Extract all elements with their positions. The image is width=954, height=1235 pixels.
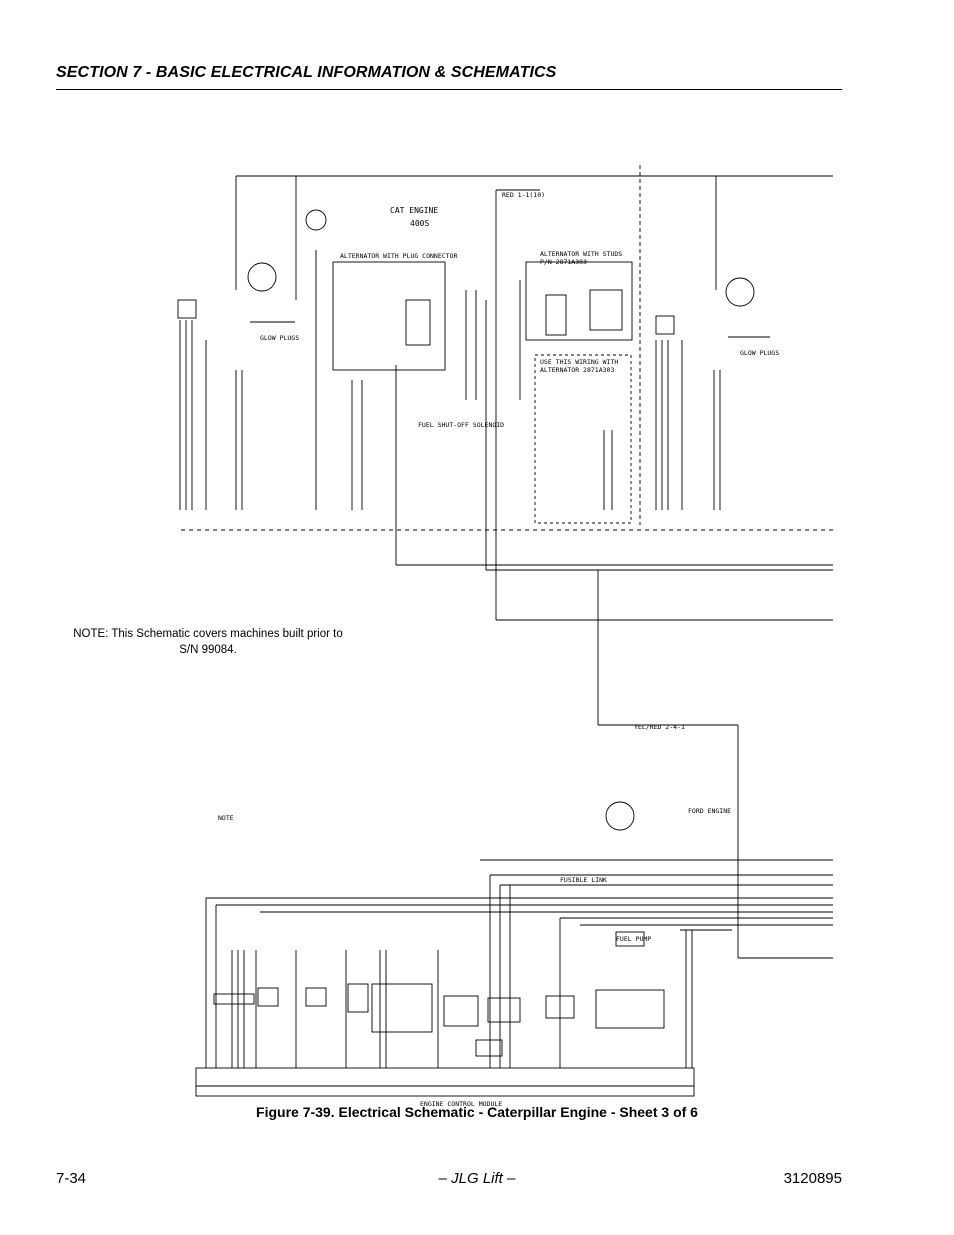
use-wiring-label: USE THIS WIRING WITH (540, 358, 618, 366)
alternator-pn-label: P/N 2871A303 (540, 258, 587, 266)
red-wire-label: RED 1-1(10) (502, 191, 545, 199)
note-line-1: NOTE: This Schematic covers machines bui… (73, 628, 343, 640)
header-rule (56, 89, 842, 90)
alternator-studs-label: ALTERNATOR WITH STUDS (540, 250, 622, 258)
note-line-2: S/N 99084. (179, 644, 237, 656)
fusible-link-label: FUSIBLE LINK (560, 876, 607, 884)
document-number: 3120895 (783, 1170, 842, 1187)
section-header: SECTION 7 - BASIC ELECTRICAL INFORMATION… (56, 64, 557, 81)
page-number: 7-34 (56, 1170, 87, 1187)
figure-caption: Figure 7-39. Electrical Schematic - Cate… (256, 1104, 698, 1120)
alternator-plug-label: ALTERNATOR WITH PLUG CONNECTOR (340, 252, 457, 260)
glow-plugs-right-label: GLOW PLUGS (740, 349, 779, 357)
fuel-solenoid-label: FUEL SHUT-OFF SOLENOID (418, 421, 504, 429)
yel-red-label: YEL/RED 2-4-1 (634, 723, 685, 731)
ecm-label: ENGINE CONTROL MODULE (420, 1100, 502, 1108)
glow-plugs-left-label: GLOW PLUGS (260, 334, 299, 342)
ecm-note-line: NOTE (218, 814, 234, 822)
engine-model: 400S (410, 219, 429, 228)
schematic-note: NOTE: This Schematic covers machines bui… (58, 626, 358, 658)
footer-brand: – JLG Lift – (438, 1170, 516, 1187)
engine-title: CAT ENGINE (390, 206, 438, 215)
use-wiring-pn-label: ALTERNATOR 2871A303 (540, 366, 614, 374)
ford-engine-label: FORD ENGINE (688, 807, 731, 815)
fuel-pump-label: FUEL PUMP (616, 935, 651, 943)
